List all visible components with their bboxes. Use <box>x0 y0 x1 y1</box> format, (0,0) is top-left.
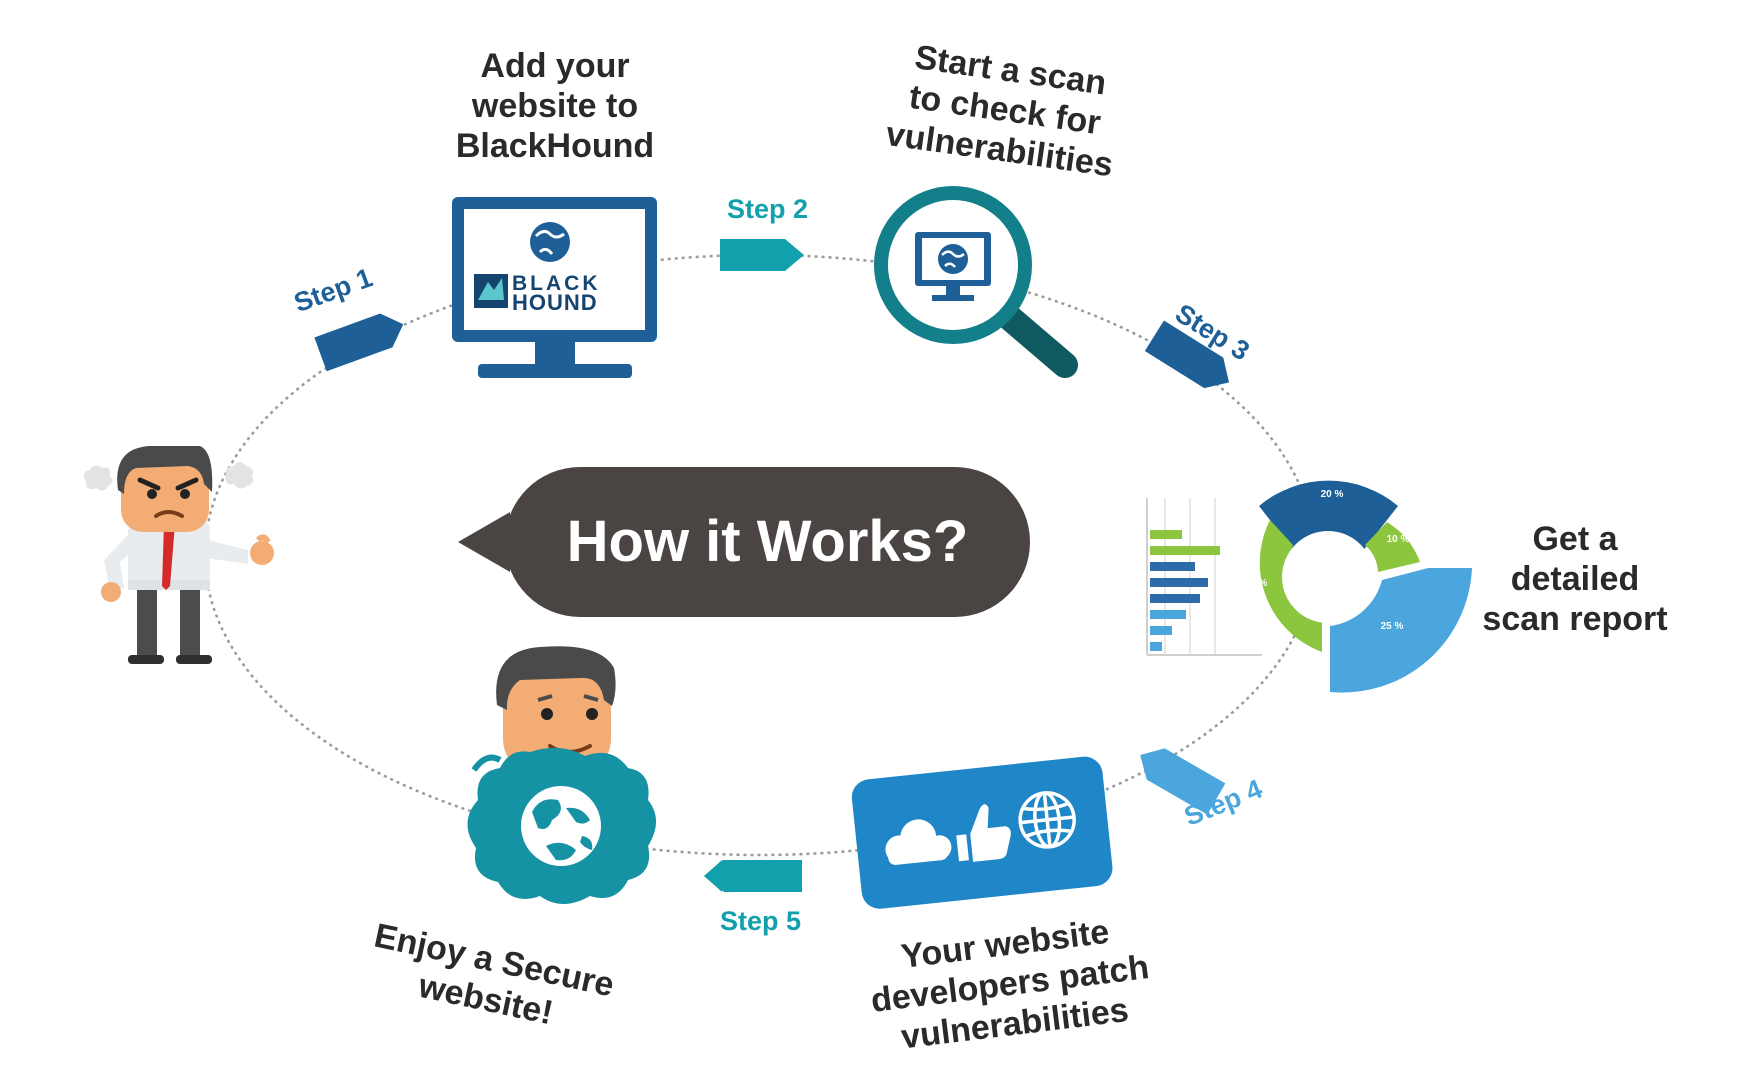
donut-label-10: 10 % <box>1387 534 1410 545</box>
angry-man-icon <box>83 446 274 664</box>
report-chart-icon: 20 % 10 % 25 % 45 % <box>1146 480 1472 693</box>
donut-label-20: 20 % <box>1321 489 1344 500</box>
donut-segment-25 <box>1330 568 1472 693</box>
step-1-arrow <box>314 313 404 372</box>
globe-icon <box>1018 791 1076 849</box>
cloud-icon <box>885 819 952 865</box>
step-3-caption: Get a detailed scan report <box>1482 520 1668 638</box>
donut-label-45: 45 % <box>1245 578 1268 589</box>
magnifier-icon <box>874 186 1078 378</box>
donut-segment-10 <box>1365 522 1420 572</box>
step-1-caption: Add your website to BlackHound <box>455 47 655 165</box>
step-4-arrow <box>1140 748 1226 815</box>
donut-label-25: 25 % <box>1381 621 1404 632</box>
how-it-works-bubble <box>505 467 1030 617</box>
donut-segment-20 <box>1259 480 1398 552</box>
step-5-arrow <box>704 860 802 892</box>
globe-badge-icon <box>467 747 656 904</box>
bubble-tail <box>458 512 510 572</box>
anger-puff-right-icon <box>225 462 254 489</box>
bar-chart-icon <box>1146 498 1262 656</box>
logo-black-text: BLACK <box>512 272 601 295</box>
happy-man-icon <box>496 646 616 775</box>
step-3-arrow <box>1144 320 1230 389</box>
logo-hound-text: HOUND <box>512 290 598 315</box>
thumbs-up-icon <box>956 804 1011 862</box>
monitor-icon: BLACK HOUND <box>452 197 657 378</box>
step-2-arrow <box>720 239 804 271</box>
step-2-label: Step 2 <box>727 194 809 224</box>
anger-puff-left-icon <box>83 465 113 491</box>
step-5-label: Step 5 <box>720 906 802 936</box>
cloud-like-globe-icon <box>851 756 1113 909</box>
how-it-works-title: How it Works? <box>566 509 969 574</box>
